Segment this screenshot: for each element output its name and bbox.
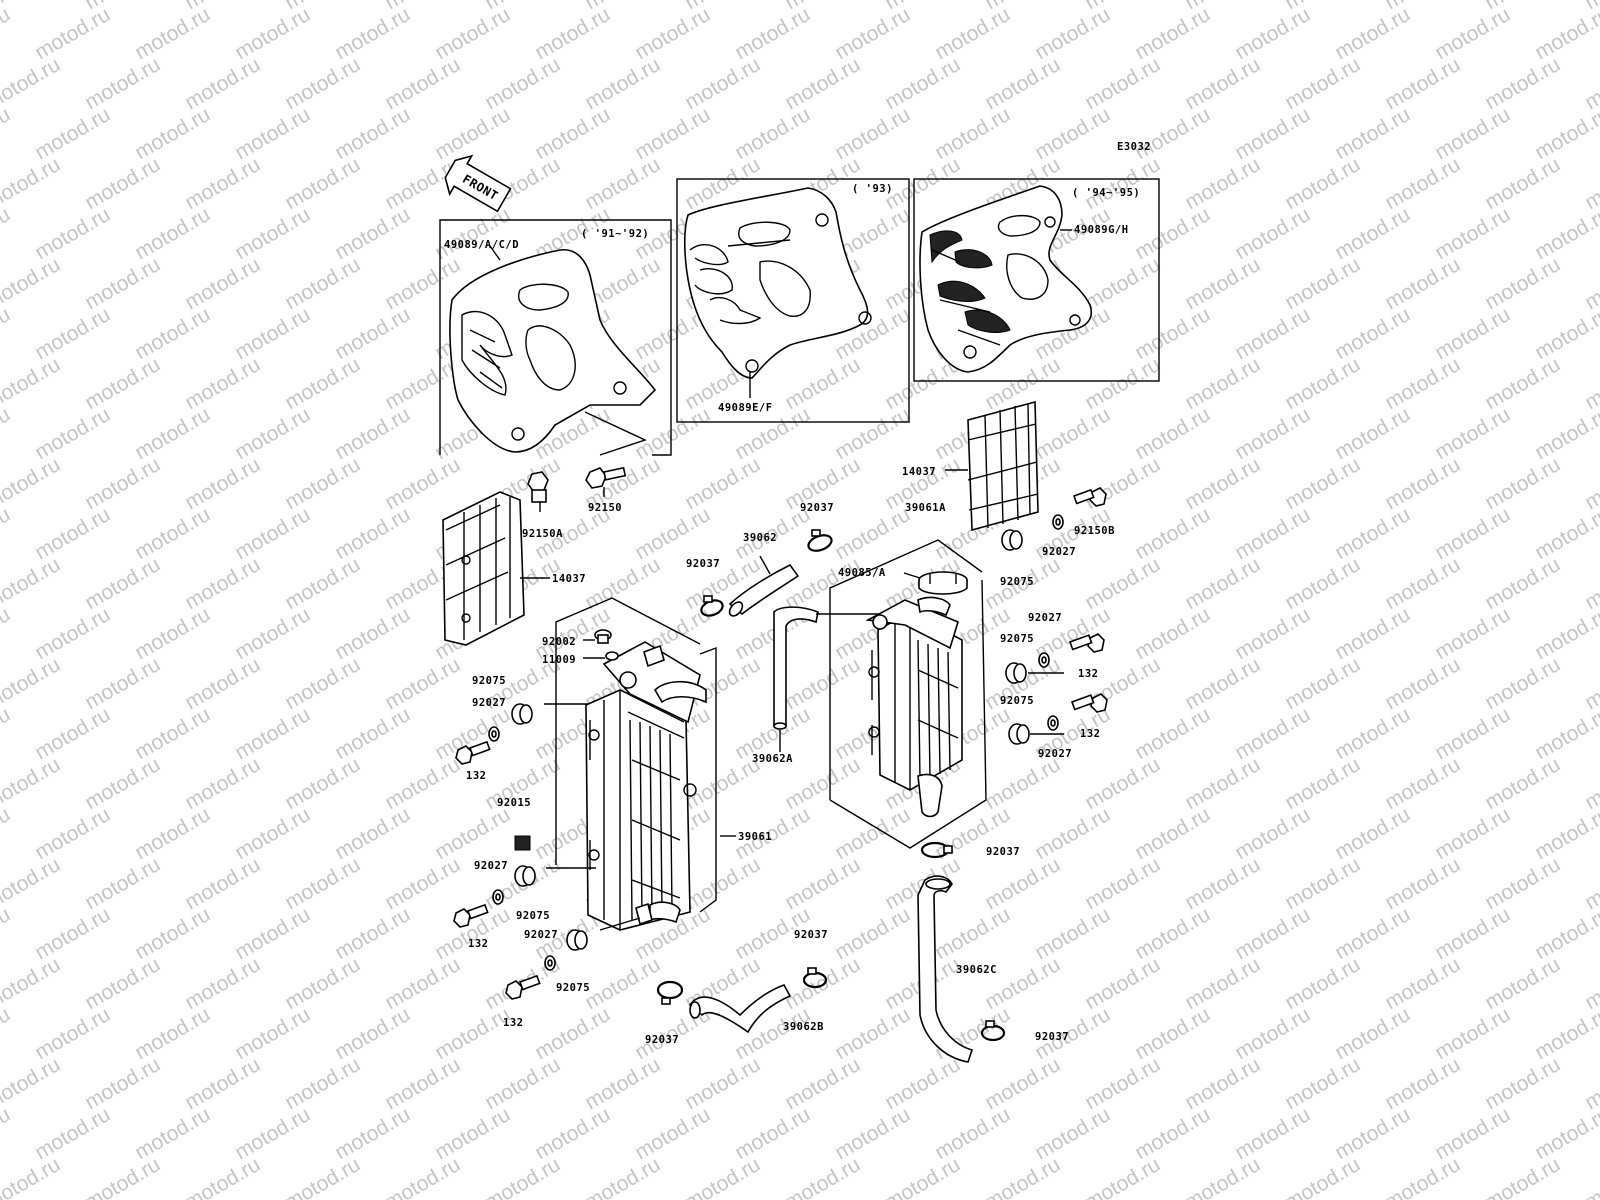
front-arrow-icon: FRONT [444,154,512,213]
callout-label: 92027 [474,860,508,872]
callout-label: 92075 [1000,576,1034,588]
callout-label: 92027 [472,697,506,709]
radiator-cap [903,571,968,595]
hose-39062 [728,555,800,617]
collar-92027 [544,955,556,971]
callout-label: 132 [1078,668,1098,680]
bolt-92150b [1072,487,1107,507]
callout-label: 49089/A/C/D [444,239,519,251]
grommet-92075 [1008,723,1030,745]
clip-nut-92015 [514,835,531,851]
callout-label: 92075 [1000,695,1034,707]
hose-39062b [688,984,792,1034]
callout-label: 92075 [472,675,506,687]
right-radiator-frame-right [829,579,987,849]
grommet-92075 [1001,529,1023,551]
shroud-panel-1993: ( '93) [676,178,910,423]
callout-label: 92037 [800,502,834,514]
callout-label: 132 [503,1017,523,1029]
callout-label: 132 [1080,728,1100,740]
callout-label: 132 [466,770,486,782]
gasket-11009 [605,651,619,661]
callout-label: 92037 [645,1034,679,1046]
grommet-92075 [1005,662,1027,684]
radiator-right-39061a [865,596,963,818]
right-radiator-frame [829,539,983,800]
bolt-132 [1070,693,1108,713]
callout-label: 92027 [524,929,558,941]
callout-label: 39062A [752,753,793,765]
bolt-132 [453,903,489,928]
callout-labels: 49089/A/C/D 49089E/F 49089G/H 92150 9215… [444,224,1129,1046]
callout-label: 92075 [556,982,590,994]
radiator-guard-right [945,400,1039,532]
bolt-92150a [527,471,549,512]
callout-label: 92027 [1028,612,1062,624]
shroud-panel-1991-1992: ( '91~'92) [439,219,672,456]
grommet-92075 [566,929,588,951]
callout-label: 92150A [522,528,563,540]
panel-years-label: ( '94~'95) [1072,187,1140,199]
diagram-code: E3032 [1117,141,1151,153]
callout-label: 49089E/F [718,402,773,414]
panel-years-label: ( '91~'92) [581,228,649,240]
bolt-92150 [585,466,627,497]
callout-label: 49085/A [838,567,886,579]
callout-label: 92037 [986,846,1020,858]
shroud-panel-1994-1995: ( '94~'95) [913,178,1160,382]
hose-clamp-92037 [700,595,724,617]
callout-label: 14037 [902,466,936,478]
grommet-92075 [514,865,536,887]
collar-92027 [1047,715,1059,731]
callout-label: 11009 [542,654,576,666]
bolt-132 [1068,633,1105,653]
callout-label: 92150B [1074,525,1115,537]
callout-label: 92150 [588,502,622,514]
callout-label: 92075 [516,910,550,922]
hose-clamp-92037 [656,980,684,1005]
radiator-guard-left [442,491,550,646]
callout-label: 132 [468,938,488,950]
callout-label: 49089G/H [1074,224,1129,236]
callout-label: 39061A [905,502,946,514]
callout-label: 92027 [1042,546,1076,558]
callout-label: 39062 [743,532,777,544]
panel-years-label: ( '93) [852,183,893,195]
hose-clamp-92037 [980,1020,1006,1042]
callout-label: 92027 [1038,748,1072,760]
hose-clamp-92037 [807,529,833,552]
callout-label: 92037 [1035,1031,1069,1043]
callout-label: 39062B [783,1021,824,1033]
callout-label: 92002 [542,636,576,648]
callout-label: 39062C [956,964,997,976]
drain-bolt-92002 [594,629,612,644]
collar-92027 [1052,514,1064,530]
left-radiator-frame [555,597,701,865]
collar-92027 [488,726,500,742]
hose-39062c [917,875,974,1063]
hose-clamp-92037 [920,841,953,859]
bolt-132 [455,740,491,765]
callout-label: 92015 [497,797,531,809]
collar-92027 [1038,652,1050,668]
left-radiator-frame-right [699,646,717,913]
hose-39062a [773,606,880,752]
callout-label: 92037 [794,929,828,941]
radiator-left-39061 [585,641,707,931]
callout-label: 92037 [686,558,720,570]
callout-label: 14037 [552,573,586,585]
callout-label: 39061 [738,831,772,843]
bolt-132 [505,974,541,1000]
callout-label: 92075 [1000,633,1034,645]
leader-lines [544,639,1064,931]
grommet-92075 [511,703,533,725]
hose-clamp-92037 [802,967,828,989]
collar-92027 [492,889,504,905]
